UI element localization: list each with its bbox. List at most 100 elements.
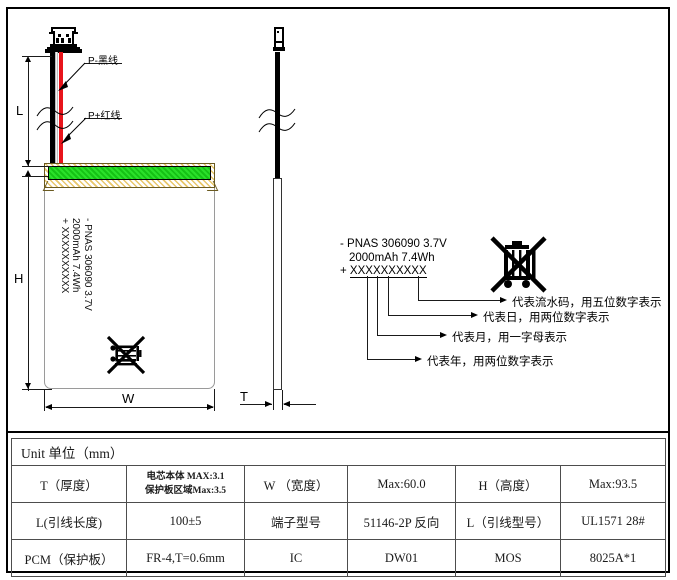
- label-code-month: X: [365, 265, 373, 278]
- wire-positive-red: [59, 52, 63, 168]
- product-label-block: - PNAS 306090 3.7V 2000mAh 7.4Wh + XXXXX…: [340, 238, 447, 279]
- dim-label-H: H: [14, 271, 24, 286]
- spec-table: Unit 单位（mm） T（厚度） 电芯本体 MAX:3.1 保护板区域Max:…: [10, 438, 667, 577]
- leader-year-arrow: [415, 356, 422, 362]
- cell-H-value: Max:93.5: [559, 465, 667, 503]
- leader-line-positive: [84, 118, 122, 119]
- unit-header-cell: Unit 单位（mm）: [10, 438, 667, 466]
- leader-serial-horizontal: [418, 300, 500, 301]
- label-code-prefix: +: [340, 265, 350, 277]
- dim-arrow-L-bottom: [25, 160, 31, 166]
- connector-side-icon: [272, 27, 286, 55]
- dim-ext-W-right: [214, 389, 215, 411]
- cell-pcm-value: FR-4,T=0.6mm: [126, 539, 245, 577]
- dim-arrow-seal: [25, 170, 31, 176]
- cell-mos-label: MOS: [455, 539, 561, 577]
- dim-label-T: T: [240, 389, 248, 404]
- cell-lead-type-value: UL1571 28#: [559, 502, 667, 540]
- cell-ic-value: DW01: [347, 539, 456, 577]
- cell-T-value: 电芯本体 MAX:3.1 保护板区域Max:3.5: [126, 465, 245, 503]
- cell-terminal-value: 51146-2P 反向: [347, 502, 456, 540]
- cell-print-line-1: - PNAS 306090 3.7V: [82, 218, 93, 311]
- wire-break-mark-side: [258, 122, 296, 133]
- leader-line-positive-arrow: [61, 117, 87, 144]
- dim-line-H: [28, 176, 29, 391]
- cell-lead-length-label: L(引线长度): [11, 502, 127, 540]
- crossed-out-wheelie-bin-icon: [490, 236, 547, 293]
- wire-negative-black: [50, 52, 55, 168]
- wire-break-mark: [36, 120, 74, 131]
- cell-print-line-3: + XXXXXXXXXX: [59, 218, 70, 294]
- cell-ic-label: IC: [244, 539, 348, 577]
- leader-month-horizontal: [377, 335, 440, 336]
- dim-line-L: [28, 58, 29, 166]
- annotation-month: 代表月，用一字母表示: [452, 332, 567, 344]
- dim-ext-seal: [22, 176, 48, 177]
- cell-print-text: - PNAS 306090 3.7V 2000mAh 7.4Wh + XXXXX…: [59, 218, 93, 311]
- table-row: T（厚度） 电芯本体 MAX:3.1 保护板区域Max:3.5 W （宽度） M…: [11, 465, 667, 503]
- leader-year-vertical: [367, 276, 368, 360]
- cell-W-value: Max:60.0: [347, 465, 456, 503]
- cell-W-label: W （宽度）: [244, 465, 348, 503]
- dim-ext-W-left: [44, 389, 45, 411]
- leader-day-arrow: [471, 312, 478, 318]
- wire-break-mark: [36, 106, 74, 117]
- cell-terminal-label: 端子型号: [244, 502, 348, 540]
- dim-arrow-H-bottom: [25, 383, 31, 389]
- connector-front-icon: [44, 27, 84, 57]
- cell-T-value-line2: 保护板区域Max:3.5: [144, 486, 226, 496]
- label-code-line: + XXXXXXXXXX: [340, 265, 447, 279]
- wire-side-view: [275, 52, 280, 179]
- table-row-unit: Unit 单位（mm）: [10, 438, 667, 466]
- annotation-day: 代表日，用两位数字表示: [483, 312, 610, 324]
- leader-serial-vertical: [418, 276, 419, 301]
- table-row: L(引线长度) 100±5 端子型号 51146-2P 反向 L（引线型号） U…: [11, 502, 667, 540]
- cell-lead-length-value: 100±5: [126, 502, 245, 540]
- wire-label-positive: P+红线: [88, 111, 121, 122]
- dim-ext-L-bottom: [22, 166, 52, 167]
- cell-T-value-line1: 电芯本体 MAX:3.1: [146, 472, 225, 482]
- leader-serial-arrow: [500, 297, 507, 303]
- dim-arrow-T-right: [283, 401, 290, 407]
- label-line-1: - PNAS 306090 3.7V: [340, 238, 447, 250]
- annotation-serial: 代表流水码，用五位数字表示: [512, 297, 662, 309]
- label-code-day: XX: [372, 265, 389, 278]
- leader-line-negative: [84, 63, 122, 64]
- dim-arrow-W-right: [207, 404, 214, 410]
- wire-label-negative: P-黑线: [88, 56, 118, 67]
- dim-label-W: W: [122, 391, 135, 406]
- leader-year-horizontal: [367, 359, 415, 360]
- dim-arrow-T-left: [265, 401, 272, 407]
- wire-break-mark-side: [258, 108, 296, 119]
- section-divider: [8, 431, 668, 433]
- table-row: PCM（保护板） FR-4,T=0.6mm IC DW01 MOS 8025A*…: [11, 539, 667, 577]
- dim-line-W: [46, 407, 213, 408]
- cell-print-line-2: 2000mAh 7.4Wh: [70, 218, 82, 293]
- dim-ext-L-top: [22, 56, 52, 57]
- cell-pcm-label: PCM（保护板）: [11, 539, 127, 577]
- dim-line-T-outer-right: [284, 404, 316, 405]
- dim-ext-H-bottom: [22, 389, 52, 390]
- leader-day-horizontal: [388, 315, 471, 316]
- label-code-year: XX: [349, 265, 366, 278]
- label-line-2: 2000mAh 7.4Wh: [349, 251, 435, 264]
- leader-month-vertical: [377, 276, 378, 336]
- battery-side-view-body: [273, 178, 282, 390]
- dim-ext-T-right: [282, 390, 283, 410]
- wire-insulation: [55, 52, 58, 168]
- crossed-out-wheelie-bin-icon: [106, 335, 146, 375]
- leader-line-negative-arrow: [58, 62, 86, 91]
- cell-H-label: H（高度）: [455, 465, 561, 503]
- cell-mos-value: 8025A*1: [559, 539, 667, 577]
- dim-line-T-outer-left: [240, 404, 272, 405]
- dim-arrow-L-top: [25, 56, 31, 62]
- leader-month-arrow: [440, 332, 447, 338]
- protection-board-strip: [48, 166, 211, 180]
- leader-day-vertical: [388, 276, 389, 316]
- cell-T-label: T（厚度）: [11, 465, 127, 503]
- annotation-year: 代表年，用两位数字表示: [427, 356, 554, 368]
- dim-label-L: L: [16, 103, 24, 118]
- cell-lead-type-label: L（引线型号）: [455, 502, 561, 540]
- label-code-serial: XXXXX: [388, 265, 427, 278]
